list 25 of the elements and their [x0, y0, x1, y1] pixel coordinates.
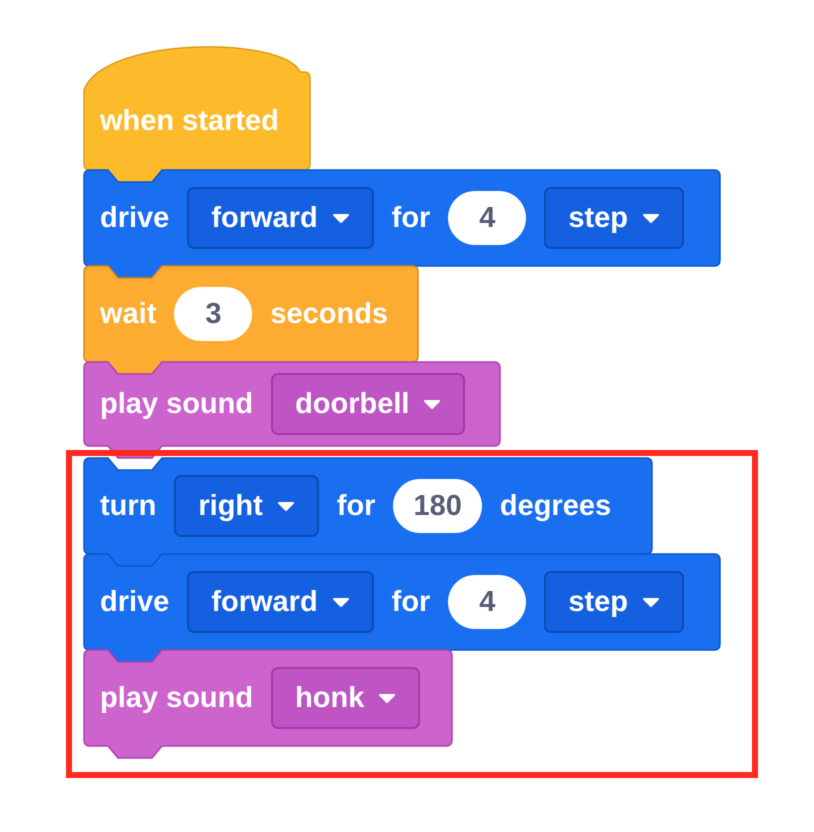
- block-label: play sound: [100, 388, 254, 420]
- code-block: [84, 362, 500, 458]
- code-block: [84, 554, 720, 662]
- dropdown-menu: step: [544, 571, 684, 633]
- block-label: for: [392, 202, 430, 234]
- code-block: [84, 44, 310, 182]
- dropdown-menu: honk: [271, 667, 420, 729]
- dropdown-menu: forward: [187, 187, 374, 249]
- dropdown-menu: doorbell: [271, 373, 466, 435]
- block-label: for: [336, 490, 376, 522]
- block-label: play sound: [100, 682, 254, 714]
- dropdown-menu: step: [544, 187, 684, 249]
- highlight-frame: [66, 450, 758, 778]
- block-label: wait: [100, 298, 156, 330]
- block-label: degrees: [500, 490, 612, 522]
- dropdown-menu: right: [174, 475, 319, 537]
- code-block: [84, 650, 452, 758]
- dropdown-menu: forward: [187, 571, 374, 633]
- block-label: for: [392, 586, 430, 618]
- block-label: drive: [100, 586, 170, 618]
- code-block: [84, 170, 720, 278]
- block-label: when started: [100, 104, 279, 138]
- block-label: seconds: [270, 298, 388, 330]
- block-label: drive: [100, 202, 170, 234]
- block-label: turn: [100, 490, 156, 522]
